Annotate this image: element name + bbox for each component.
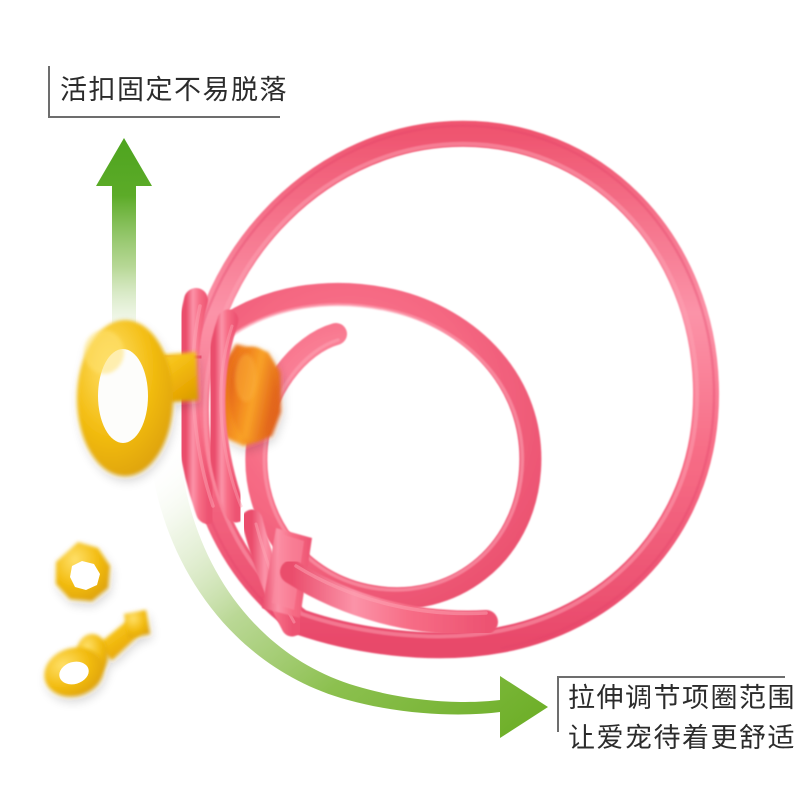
orange-lock-nut <box>219 344 281 446</box>
callout-top-line-1: 活扣固定不易脱落 <box>60 75 288 105</box>
callout-bottom-line-2: 让爱宠待着更舒适 <box>568 723 796 753</box>
callout-bottom-right: 拉伸调节项圈范围 让爱宠待着更舒适 <box>568 678 796 758</box>
sweep-arrow-icon <box>150 450 548 738</box>
callout-bottom-bracket-vertical <box>557 676 559 732</box>
spare-ring-post <box>44 610 150 697</box>
callout-bottom-bracket-horizontal <box>557 676 785 678</box>
collar-inner-coil <box>209 282 542 610</box>
yellow-ring-buckle <box>77 320 198 476</box>
spare-hex-nut <box>56 542 110 601</box>
callout-top-bracket-horizontal <box>48 116 280 118</box>
collar-lower-arc <box>280 560 498 635</box>
callout-top-bracket-vertical <box>48 66 50 118</box>
callout-top-left: 活扣固定不易脱落 <box>60 70 288 110</box>
callout-bottom-line-1: 拉伸调节项圈范围 <box>568 683 796 713</box>
up-arrow-icon <box>96 138 152 360</box>
